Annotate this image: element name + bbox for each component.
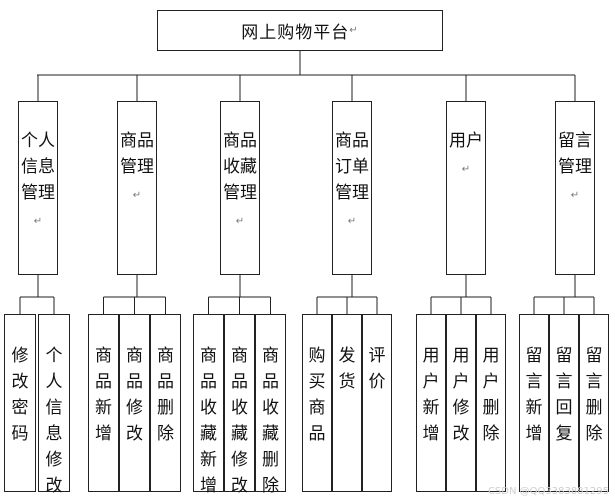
function-label: 购买商品 bbox=[308, 346, 326, 444]
return-mark-icon: ↵ bbox=[33, 216, 43, 227]
module-node: 商品收藏管理 ↵ bbox=[220, 101, 260, 275]
function-label: 个人信息修改 bbox=[45, 346, 63, 496]
root-label: 网上购物平台 bbox=[241, 23, 350, 43]
module-label: 商品管理 bbox=[120, 131, 154, 177]
module-label: 用户 bbox=[449, 131, 483, 151]
function-label: 留言回复 bbox=[555, 346, 573, 444]
return-mark-icon: ↵ bbox=[132, 190, 142, 201]
module-label: 个人信息管理 bbox=[21, 131, 55, 203]
function-label: 留言删除 bbox=[585, 346, 603, 444]
function-label: 修改密码 bbox=[11, 346, 29, 444]
root-node: 网上购物平台↵ bbox=[157, 10, 443, 51]
function-node: 留言回复 bbox=[549, 314, 579, 492]
function-node: 商品收藏新增 bbox=[193, 314, 224, 496]
function-label: 商品收藏删除 bbox=[262, 346, 279, 496]
module-node: 个人信息管理 ↵ bbox=[18, 101, 58, 275]
function-label: 用户新增 bbox=[422, 346, 440, 444]
function-node: 用户修改 bbox=[446, 314, 476, 492]
module-node: 用户 ↵ bbox=[446, 101, 486, 275]
function-label: 用户删除 bbox=[482, 346, 500, 444]
module-label: 商品订单管理 bbox=[335, 131, 369, 203]
function-label: 商品删除 bbox=[157, 346, 174, 444]
function-label: 发货 bbox=[338, 346, 356, 392]
function-node: 个人信息修改 bbox=[38, 314, 70, 496]
function-node: 商品收藏删除 bbox=[255, 314, 286, 496]
module-label: 商品收藏管理 bbox=[223, 131, 257, 203]
function-node: 留言删除 bbox=[579, 314, 609, 492]
function-node: 发货 bbox=[332, 314, 362, 492]
module-node: 商品订单管理 ↵ bbox=[332, 101, 372, 275]
function-node: 商品新增 bbox=[88, 314, 119, 492]
return-mark-icon: ↵ bbox=[461, 164, 471, 175]
return-mark-icon: ↵ bbox=[347, 216, 357, 227]
function-node: 商品修改 bbox=[119, 314, 150, 492]
module-label: 留言管理 bbox=[558, 131, 592, 177]
function-label: 评价 bbox=[368, 346, 386, 392]
function-label: 商品收藏修改 bbox=[231, 346, 248, 496]
module-node: 商品管理 ↵ bbox=[117, 101, 157, 275]
function-node: 购买商品 bbox=[302, 314, 332, 492]
watermark: CSDN @QQ3383881295 bbox=[487, 486, 609, 497]
function-node: 评价 bbox=[362, 314, 392, 492]
function-label: 用户修改 bbox=[452, 346, 470, 444]
function-node: 商品删除 bbox=[150, 314, 181, 492]
function-label: 商品新增 bbox=[95, 346, 112, 444]
function-node: 留言新增 bbox=[519, 314, 549, 492]
return-mark-icon: ↵ bbox=[570, 190, 580, 201]
function-node: 用户新增 bbox=[416, 314, 446, 492]
return-mark-icon: ↵ bbox=[235, 216, 245, 227]
return-mark-icon: ↵ bbox=[349, 25, 359, 36]
function-label: 商品收藏新增 bbox=[200, 346, 217, 496]
function-node: 修改密码 bbox=[4, 314, 36, 492]
function-label: 商品修改 bbox=[126, 346, 143, 444]
function-node: 商品收藏修改 bbox=[224, 314, 255, 496]
function-label: 留言新增 bbox=[525, 346, 543, 444]
module-node: 留言管理 ↵ bbox=[555, 101, 595, 275]
function-node: 用户删除 bbox=[476, 314, 506, 492]
